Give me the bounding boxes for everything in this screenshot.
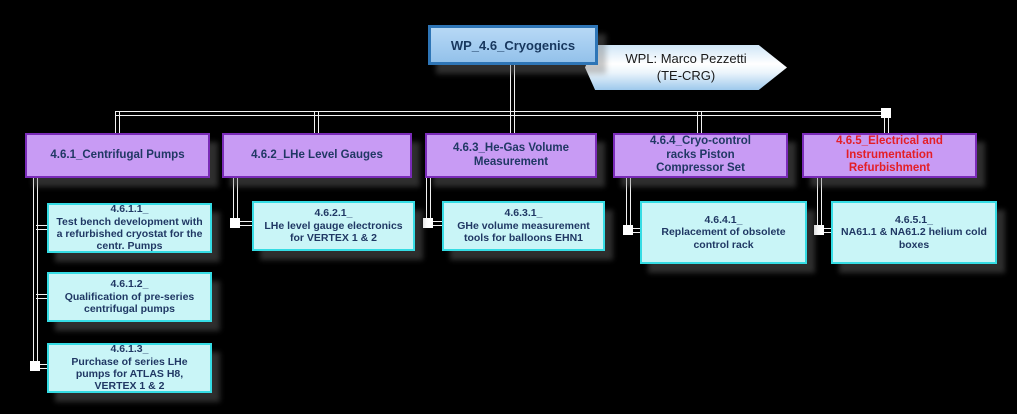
leaf-description: NA61.1 & NA61.2 helium cold boxes [841,226,987,251]
leaf-code: 4.6.4.1_ [704,213,743,226]
leaf-code: 4.6.3.1_ [504,207,543,220]
connector-drop-branch4 [697,111,702,133]
leaf-node-4-6-5-1: 4.6.5.1_ NA61.1 & NA61.2 helium cold box… [831,201,997,264]
connector-col2-vertical [233,178,238,226]
leaf-description: GHe volume measurement tools for balloon… [457,219,590,245]
connector-elbow-col2 [230,218,240,228]
branch-node-4-6-2: 4.6.2_LHe Level Gauges [222,133,412,178]
branch-node-4-6-3: 4.6.3_He-Gas Volume Measurement [425,133,597,178]
leaf-node-4-6-2-1: 4.6.2.1_ LHe level gauge electronics for… [252,201,415,251]
leaf-code: 4.6.1.2_ [110,278,149,291]
connector-col5-vertical [817,178,822,233]
branch-label: 4.6.4_Cryo-control racks Piston Compress… [650,134,751,175]
connector-elbow-col4 [623,225,633,235]
wpl-banner-line1: WPL: Marco Pezzetti [625,50,747,66]
connector-elbow-col3 [423,218,433,228]
connector-col4-vertical [626,178,631,233]
connector-drop-branch5 [884,111,889,133]
branch-node-4-6-4: 4.6.4_Cryo-control racks Piston Compress… [613,133,788,178]
wpl-banner-line2: (TE-CRG) [656,67,716,83]
connector-col4-stub [629,228,641,233]
connector-col1-stub3 [36,364,48,369]
connector-col1-vertical [33,178,38,368]
leaf-code: 4.6.1.1_ [110,203,149,216]
leaf-description: Purchase of series LHe pumps for ATLAS H… [71,355,188,393]
wpl-banner-arrow: WPL: Marco Pezzetti (TE-CRG) [585,45,787,90]
branch-label: 4.6.1_Centrifugal Pumps [50,148,185,161]
leaf-description: LHe level gauge electronics for VERTEX 1… [264,219,403,245]
branch-label: 4.6.5_Electrical and Instrumentation Ref… [836,134,943,175]
leaf-node-4-6-1-2: 4.6.1.2_ Qualification of pre-series cen… [47,272,212,322]
connector-root-drop [510,65,515,133]
connector-elbow-col5 [814,225,824,235]
connector-main-horizontal [115,111,889,116]
leaf-code: 4.6.1.3_ [110,343,149,356]
leaf-description: Test bench development with a refurbishe… [56,215,203,253]
branch-label: 4.6.2_LHe Level Gauges [251,148,383,161]
leaf-node-4-6-4-1: 4.6.4.1_ Replacement of obsolete control… [640,201,807,264]
connector-col3-vertical [426,178,431,226]
connector-drop-branch2 [314,111,319,133]
branch-node-4-6-5: 4.6.5_Electrical and Instrumentation Ref… [802,133,977,178]
connector-col2-stub [236,221,253,226]
branch-label: 4.6.3_He-Gas Volume Measurement [452,141,570,168]
connector-elbow-col1 [30,361,40,371]
leaf-code: 4.6.2.1_ [314,207,353,220]
connector-col3-stub [429,221,443,226]
connector-drop-branch1 [115,111,120,133]
leaf-node-4-6-1-1: 4.6.1.1_ Test bench development with a r… [47,203,212,253]
connector-elbow-main-right [881,108,891,118]
leaf-node-4-6-3-1: 4.6.3.1_ GHe volume measurement tools fo… [442,201,605,251]
leaf-node-4-6-1-3: 4.6.1.3_ Purchase of series LHe pumps fo… [47,343,212,393]
leaf-code: 4.6.5.1_ [895,213,933,226]
leaf-description: Replacement of obsolete control rack [661,226,786,251]
root-node-wp-4-6-cryogenics: WP_4.6_Cryogenics [428,25,598,65]
connector-col5-stub [820,228,832,233]
connector-col1-stub2 [36,294,48,299]
leaf-description: Qualification of pre-series centrifugal … [64,290,195,316]
connector-col1-stub1 [36,225,48,230]
branch-node-4-6-1: 4.6.1_Centrifugal Pumps [25,133,210,178]
root-node-label: WP_4.6_Cryogenics [450,37,576,53]
